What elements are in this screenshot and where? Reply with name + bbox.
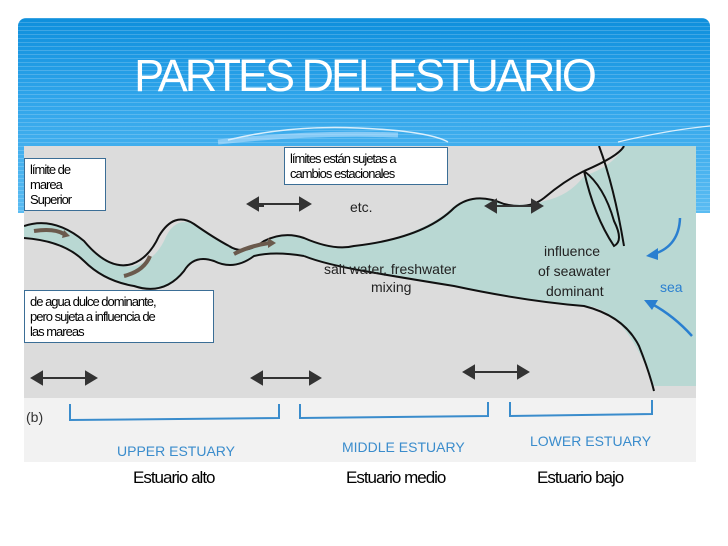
callout-line: pero sujeta a influencia de <box>30 309 156 324</box>
callout-line: límite de <box>30 162 71 177</box>
middle-estuary-label: MIDDLE ESTUARY <box>342 439 465 455</box>
callout-freshwater-dominant: de agua dulce dominante, pero sujeta a i… <box>24 290 214 343</box>
label-estuario-medio: Estuario medio <box>346 468 446 487</box>
callout-line: Superior <box>30 192 72 207</box>
mixing-label-line2: mixing <box>371 279 411 295</box>
seawater-label-line1: influence <box>544 243 600 259</box>
callout-line: marea <box>30 177 63 192</box>
callout-upper-tidal-limit: límite de marea Superior <box>24 158 106 211</box>
double-arrow-icon <box>30 196 544 386</box>
callout-line: cambios estacionales <box>290 166 395 181</box>
sea-label: sea <box>660 279 683 295</box>
callout-seasonal-limits: límites están sujetas a cambios estacion… <box>284 147 448 185</box>
callout-line: de agua dulce dominante, <box>30 294 157 309</box>
lower-estuary-label: LOWER ESTUARY <box>530 433 652 449</box>
label-estuario-bajo: Estuario bajo <box>537 468 624 487</box>
panel-label: (b) <box>26 409 43 425</box>
label-estuario-alto: Estuario alto <box>133 468 215 487</box>
upper-estuary-label: UPPER ESTUARY <box>117 443 236 459</box>
mixing-label-line1: salt water, freshwater <box>324 261 457 277</box>
slide-title: PARTES DEL ESTUARIO <box>134 50 597 101</box>
callout-line: las mareas <box>30 324 85 339</box>
seawater-label-line3: dominant <box>546 283 604 299</box>
seawater-label-line2: of seawater <box>538 263 611 279</box>
etc-label: etc. <box>350 199 373 215</box>
callout-line: límites están sujetas a <box>290 151 397 166</box>
decorative-swoosh <box>217 125 710 145</box>
